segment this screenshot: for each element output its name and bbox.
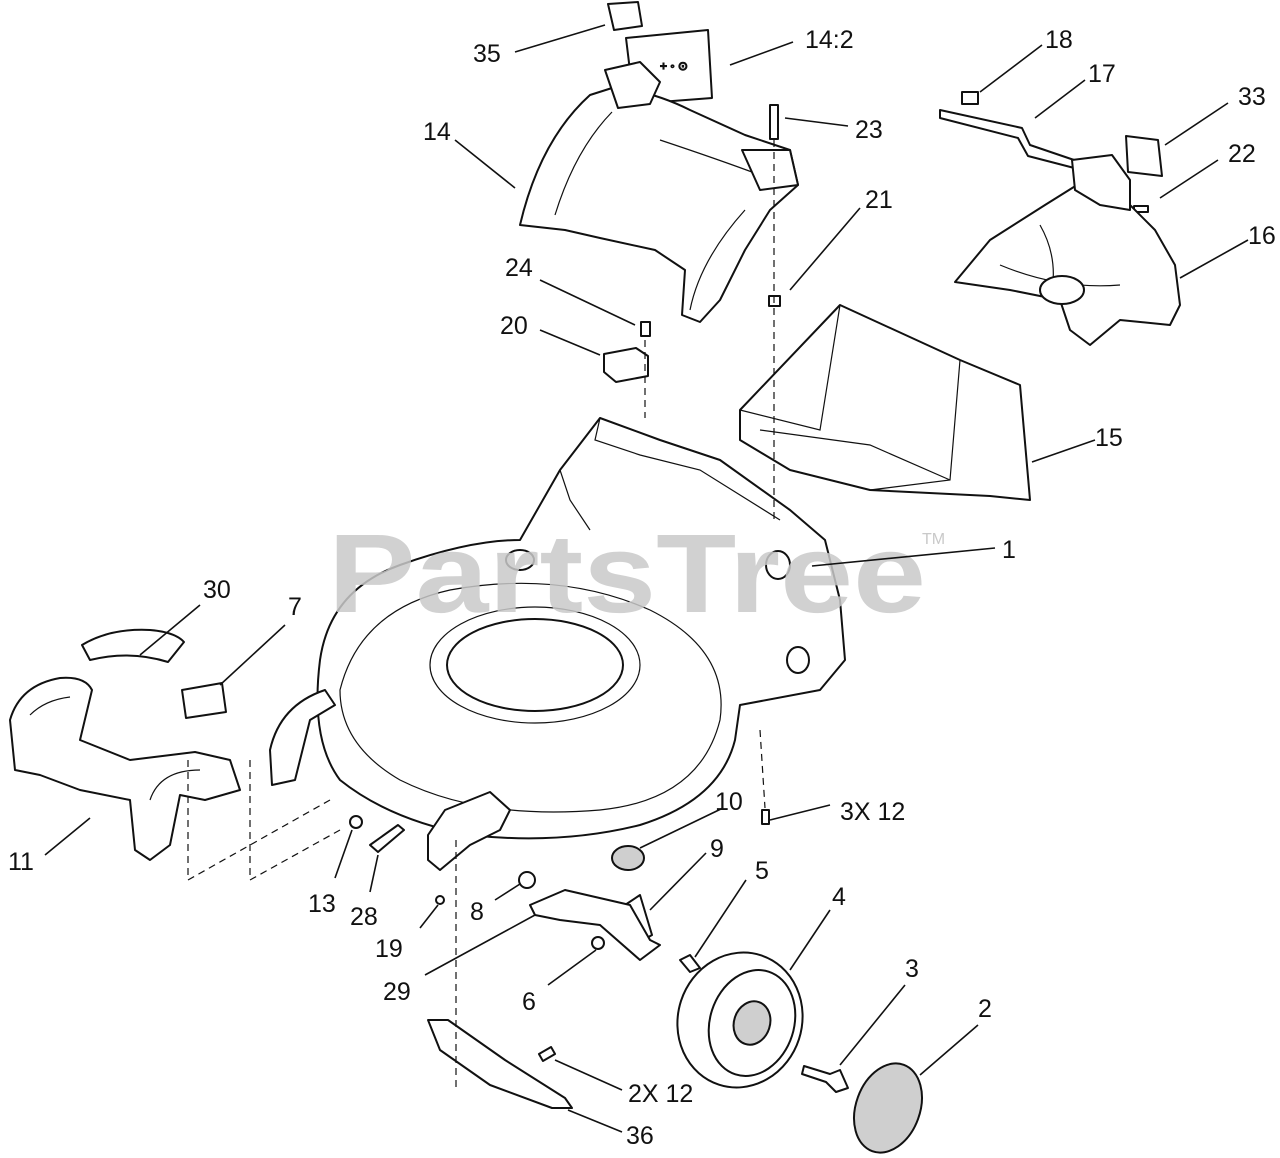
part-height-plate[interactable] <box>427 791 511 871</box>
callout-2x12[interactable]: 2X 12 <box>628 1080 693 1108</box>
part-1-deck[interactable] <box>316 417 846 840</box>
watermark-text: PartsTree <box>328 511 926 636</box>
callouts: 35 14:2 14 23 18 17 33 22 16 21 24 20 15… <box>8 26 1276 1150</box>
part-18-clip[interactable] <box>961 91 979 105</box>
leader-lines <box>44 24 1249 1133</box>
part-17-rod[interactable] <box>939 109 1083 171</box>
part-14-shroud[interactable] <box>519 61 799 323</box>
callout-4[interactable]: 4 <box>832 883 846 911</box>
part-screw-2x12[interactable] <box>537 1046 557 1062</box>
alignment-lines <box>187 140 775 1090</box>
part-28-lever[interactable] <box>369 824 405 853</box>
part-19-pin[interactable] <box>435 895 445 905</box>
callout-11[interactable]: 11 <box>8 848 34 876</box>
callout-30[interactable]: 30 <box>203 576 231 604</box>
callout-10[interactable]: 10 <box>715 788 743 816</box>
part-33-decal[interactable] <box>1125 135 1163 177</box>
part-35-decal[interactable] <box>607 1 643 31</box>
part-side-bracket[interactable] <box>269 689 336 786</box>
part-3-bolt[interactable] <box>801 1065 849 1093</box>
svg-text:+ ◦ ⊙: + ◦ ⊙ <box>660 59 688 73</box>
part-29-axle[interactable] <box>529 889 661 961</box>
part-5-bolt[interactable] <box>679 954 701 973</box>
callout-8[interactable]: 8 <box>470 898 484 926</box>
callout-3x12[interactable]: 3X 12 <box>840 798 905 826</box>
part-4-wheel[interactable] <box>660 936 820 1104</box>
callout-23[interactable]: 23 <box>855 116 883 144</box>
callout-14[interactable]: 14 <box>423 118 451 146</box>
callout-16[interactable]: 16 <box>1248 222 1276 250</box>
callout-20[interactable]: 20 <box>500 312 528 340</box>
callout-36[interactable]: 36 <box>626 1122 654 1150</box>
part-23-pin[interactable] <box>769 104 779 140</box>
part-8-washer[interactable] <box>518 871 536 889</box>
callout-18[interactable]: 18 <box>1045 26 1073 54</box>
part-screw-3x12[interactable] <box>761 809 770 825</box>
part-20-block[interactable] <box>603 347 649 383</box>
watermark-trademark: TM <box>922 531 945 548</box>
callout-3[interactable]: 3 <box>905 955 919 983</box>
part-7-bracket[interactable] <box>181 682 227 719</box>
part-13-nut[interactable] <box>349 815 363 829</box>
callout-7[interactable]: 7 <box>288 593 302 621</box>
callout-33[interactable]: 33 <box>1238 83 1266 111</box>
callout-19[interactable]: 19 <box>375 935 403 963</box>
callout-21[interactable]: 21 <box>865 186 893 214</box>
callout-24[interactable]: 24 <box>505 254 533 282</box>
part-11-flap[interactable] <box>9 676 241 861</box>
callout-2[interactable]: 2 <box>978 995 992 1023</box>
callout-17[interactable]: 17 <box>1088 60 1116 88</box>
part-10-knob[interactable] <box>611 845 645 871</box>
callout-5[interactable]: 5 <box>755 857 769 885</box>
callout-22[interactable]: 22 <box>1228 140 1256 168</box>
part-16-housing[interactable] <box>954 154 1181 346</box>
part-6-nut[interactable] <box>591 936 605 950</box>
callout-15[interactable]: 15 <box>1095 424 1123 452</box>
part-36-baffle[interactable] <box>427 1019 573 1109</box>
part-24-screw[interactable] <box>640 321 651 337</box>
callout-13[interactable]: 13 <box>308 890 336 918</box>
callout-6[interactable]: 6 <box>522 988 536 1016</box>
callout-35[interactable]: 35 <box>473 40 501 68</box>
callout-9[interactable]: 9 <box>710 835 724 863</box>
part-30-cover[interactable] <box>81 628 185 663</box>
callout-29[interactable]: 29 <box>383 978 411 1006</box>
callout-28[interactable]: 28 <box>350 903 378 931</box>
part-2-hubcap[interactable] <box>842 1054 934 1158</box>
part-15-chute[interactable] <box>739 304 1031 501</box>
watermark: PartsTree TM <box>328 511 945 636</box>
callout-1[interactable]: 1 <box>1002 536 1016 564</box>
parts-drawing: + ◦ ⊙ <box>9 1 1181 1158</box>
callout-14-2[interactable]: 14:2 <box>805 26 854 54</box>
